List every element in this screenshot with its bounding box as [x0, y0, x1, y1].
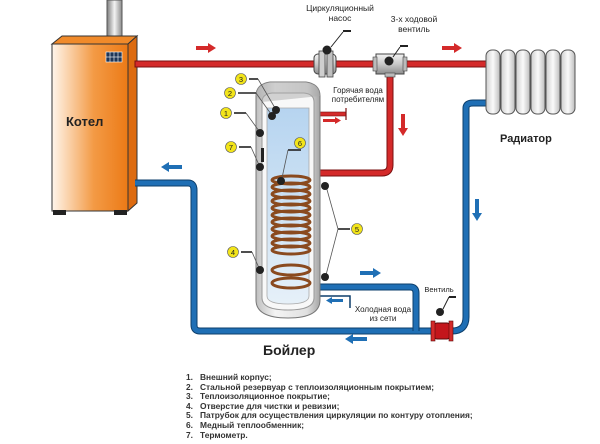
pump-label-line2: насос [329, 13, 352, 23]
legend-list: 1.Внешний корпус; 2.Стальной резервуар с… [186, 372, 586, 440]
legend-item: 6.Медный теплообменник; [186, 419, 305, 430]
marker-6: 6 [277, 137, 306, 185]
circulation-pump [313, 30, 351, 78]
radiator-label: Радиатор [500, 133, 552, 145]
svg-text:4: 4 [231, 248, 235, 257]
radiator [485, 49, 576, 115]
legend-item: 5.Патрубок для осуществления циркуляции … [186, 410, 473, 421]
marker-3: 3 [235, 73, 280, 114]
svg-text:6: 6 [298, 139, 302, 148]
legend-item: 3.Теплоизоляционное покрытие; [186, 391, 330, 402]
hot-water-outlet [317, 111, 347, 117]
legend-item: 1.Внешний корпус; [186, 372, 272, 382]
valve3-label-line2: вентиль [398, 24, 430, 34]
svg-text:7: 7 [229, 143, 233, 152]
hot-water-label-line1: Горячая вода [333, 86, 383, 95]
tank-label: Бойлер [263, 342, 315, 358]
marker-1: 1 [220, 107, 264, 137]
legend-item: 7.Термометр. [186, 429, 248, 440]
flow-arrow-hot-outlet [323, 117, 341, 124]
svg-text:5: 5 [355, 225, 359, 234]
cold-water-label-line1: Холодная вода [355, 305, 412, 314]
hot-water-label-line2: потребителям [332, 95, 384, 104]
flow-arrow-hot-down [398, 114, 408, 136]
flow-arrow-bottom-left [345, 334, 367, 344]
boiler-label: Котел [66, 114, 103, 129]
pump-label-line1: Циркуляционный [306, 3, 374, 13]
flow-arrow-cold-down [472, 199, 482, 221]
three-way-valve [372, 45, 408, 78]
svg-text:1: 1 [224, 109, 228, 118]
return-pipe [135, 99, 490, 335]
legend-item: 4.Отверстие для чистки и ревизии; [186, 400, 340, 411]
marker-5: 5 [321, 182, 363, 281]
flow-arrow-cold-inlet [326, 297, 343, 304]
svg-text:3: 3 [239, 75, 243, 84]
boiler-unit [50, 34, 139, 215]
legend-item: 2.Стальной резервуар с теплоизоляционным… [186, 381, 435, 392]
flow-arrow-right-tank [360, 268, 381, 278]
marker-4: 4 [227, 246, 264, 274]
marker-7: 7 [225, 141, 264, 171]
cold-water-label-line2: из сети [370, 314, 397, 323]
valve3-label-line1: 3-х ходовой [391, 14, 438, 24]
marker-2: 2 [224, 87, 276, 120]
copper-heat-exchanger [270, 174, 312, 290]
flow-arrow-return-left [161, 162, 182, 172]
flow-arrow-hot-right-2 [442, 43, 462, 53]
flow-arrow-hot-right-1 [196, 43, 216, 53]
shutoff-valve [430, 296, 456, 342]
thermometer-icon [261, 148, 264, 162]
valve-label: Вентиль [424, 285, 453, 294]
svg-text:2: 2 [228, 89, 232, 98]
